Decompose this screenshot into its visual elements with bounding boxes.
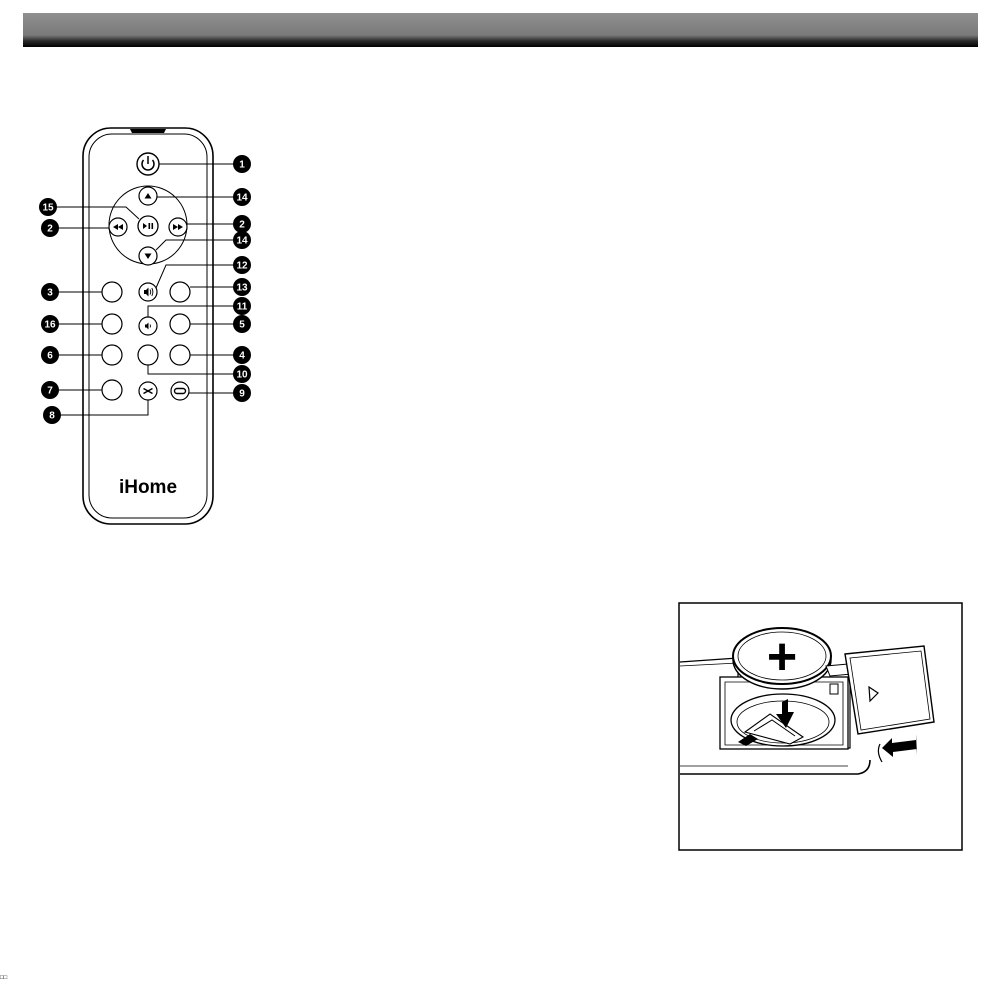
callout-number: 14 bbox=[236, 193, 248, 204]
callout-number: 7 bbox=[47, 386, 53, 397]
callout-badge: 4 bbox=[233, 346, 251, 364]
callout-badge: 16 bbox=[41, 315, 59, 333]
callout-number: 9 bbox=[239, 389, 245, 400]
callout-number: 15 bbox=[42, 203, 54, 214]
callout-badge: 12 bbox=[233, 256, 251, 274]
callout-number: 13 bbox=[236, 283, 248, 294]
center-button-row3[interactable] bbox=[138, 345, 158, 365]
battery-replacement-figure: + bbox=[678, 602, 963, 851]
callout-badge: 2 bbox=[233, 215, 251, 233]
callout-badge: 14 bbox=[233, 188, 251, 206]
callout-badge: 14 bbox=[233, 231, 251, 249]
shuffle-button[interactable] bbox=[139, 382, 157, 400]
down-button[interactable] bbox=[139, 247, 157, 265]
brand-logo: iHome bbox=[119, 477, 177, 498]
power-button[interactable] bbox=[137, 153, 159, 175]
callout-badge: 5 bbox=[233, 315, 251, 333]
callout-badge: 13 bbox=[233, 278, 251, 296]
callout-number: 1 bbox=[239, 160, 245, 171]
callout-number: 14 bbox=[236, 236, 248, 247]
callout-badge: 9 bbox=[233, 384, 251, 402]
right-button-row1[interactable] bbox=[170, 282, 190, 302]
up-button[interactable] bbox=[139, 187, 157, 205]
callout-badge: 2 bbox=[41, 219, 59, 237]
rewind-button[interactable] bbox=[109, 218, 127, 236]
coin-cell-battery: + bbox=[733, 628, 831, 689]
callout-number: 6 bbox=[47, 351, 53, 362]
battery-replacement-diagram: + bbox=[678, 602, 963, 851]
left-button-row4[interactable] bbox=[102, 380, 122, 400]
left-button-row3[interactable] bbox=[102, 345, 122, 365]
callout-badge: 3 bbox=[41, 283, 59, 301]
remote-control-figure: iHome 1 14 15 2 2 14 12 3 13 11 16 5 6 4… bbox=[38, 124, 270, 526]
right-button-row2[interactable] bbox=[170, 314, 190, 334]
callout-number: 4 bbox=[239, 351, 245, 362]
callout-number: 16 bbox=[44, 320, 56, 331]
callout-badge: 8 bbox=[43, 406, 61, 424]
callout-number: 12 bbox=[236, 261, 248, 272]
callout-badge: 10 bbox=[233, 365, 251, 383]
left-button-row2[interactable] bbox=[102, 314, 122, 334]
callout-number: 2 bbox=[239, 220, 245, 231]
callout-badge: 15 bbox=[39, 198, 57, 216]
callout-number: 5 bbox=[239, 320, 245, 331]
left-button-row1[interactable] bbox=[102, 282, 122, 302]
right-button-row3[interactable] bbox=[170, 345, 190, 365]
callout-number: 3 bbox=[47, 288, 53, 299]
callout-badge: 7 bbox=[41, 381, 59, 399]
remote-control-diagram: iHome 1 14 15 2 2 14 12 3 13 11 16 5 6 4… bbox=[38, 124, 270, 526]
callout-number: 8 bbox=[49, 411, 55, 422]
callout-number: 11 bbox=[237, 302, 248, 313]
callout-number: 10 bbox=[236, 370, 248, 381]
callout-number: 2 bbox=[47, 224, 53, 235]
ir-window bbox=[130, 129, 166, 133]
callout-badge: 1 bbox=[233, 155, 251, 173]
page-corner-mark: □□ bbox=[0, 975, 7, 981]
positive-symbol: + bbox=[767, 628, 797, 686]
callout-badge: 6 bbox=[41, 346, 59, 364]
callout-badge: 11 bbox=[233, 297, 251, 315]
fast-forward-button[interactable] bbox=[169, 218, 187, 236]
section-header-bar bbox=[23, 13, 978, 47]
play-pause-button[interactable] bbox=[138, 216, 158, 236]
repeat-button[interactable] bbox=[171, 382, 189, 400]
